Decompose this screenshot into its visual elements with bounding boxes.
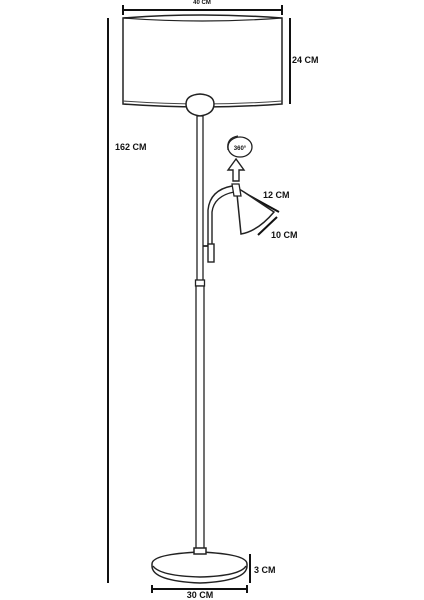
reading-lamp-cone bbox=[232, 184, 276, 235]
shade-height-label: 24 CM bbox=[292, 55, 319, 65]
pole-upper bbox=[196, 115, 204, 283]
arm-switch bbox=[207, 243, 215, 263]
rotation-label: 360° bbox=[234, 146, 247, 152]
bulb-socket bbox=[185, 93, 215, 117]
pole-foot bbox=[193, 547, 207, 555]
rotation-indicator bbox=[226, 135, 253, 182]
reading-arm bbox=[203, 185, 238, 263]
reading-lamp-length-label: 12 CM bbox=[263, 190, 290, 200]
pole-joint bbox=[194, 279, 206, 287]
base-diameter-label: 30 CM bbox=[187, 590, 214, 600]
shade-body bbox=[122, 14, 283, 108]
reading-lamp-head bbox=[231, 183, 276, 235]
lamp-pole bbox=[194, 115, 206, 555]
lamp-base bbox=[151, 547, 248, 584]
reading-lamp-diameter-line bbox=[257, 216, 278, 236]
reading-lamp-collar bbox=[231, 183, 242, 197]
gooseneck-outer bbox=[203, 185, 238, 247]
lamp-shade bbox=[122, 14, 283, 117]
base-height-label: 3 CM bbox=[254, 565, 276, 575]
reading-lamp-diameter-label: 10 CM bbox=[271, 230, 298, 240]
up-arrow-icon bbox=[226, 157, 246, 182]
rotation-arrow-icon bbox=[227, 135, 239, 151]
shade-width-label: 40 CM bbox=[193, 0, 211, 6]
base-body bbox=[151, 551, 248, 584]
base-top-edge bbox=[152, 565, 247, 578]
total-height-label: 162 CM bbox=[115, 142, 147, 152]
pole-lower bbox=[195, 285, 205, 555]
shade-top-rim bbox=[122, 17, 283, 22]
